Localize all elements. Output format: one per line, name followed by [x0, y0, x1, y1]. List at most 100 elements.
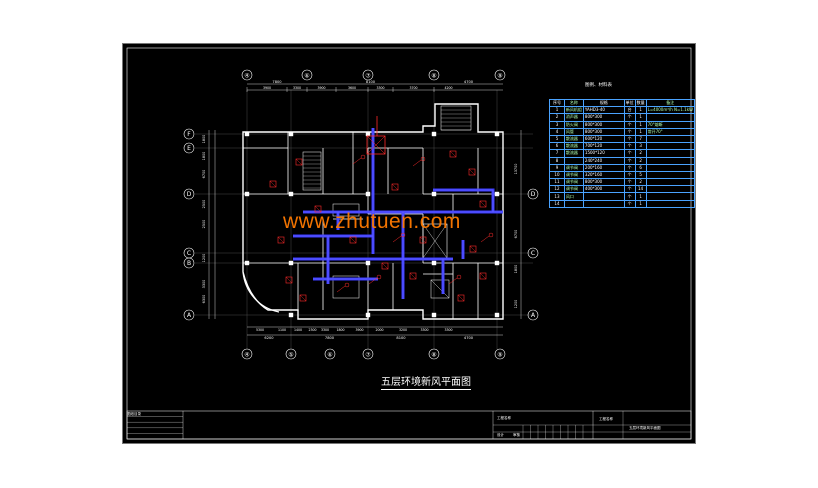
dimension-text: 1200 — [202, 254, 206, 263]
legend-cell-qty: 1 — [634, 106, 647, 115]
diffuser-mark — [457, 294, 465, 302]
column — [431, 312, 437, 318]
diffuser — [409, 272, 417, 280]
dimension-text: 8100 — [366, 80, 376, 84]
axis-bubble — [428, 348, 440, 360]
callout-bubble — [376, 274, 382, 280]
axis-label: C — [187, 250, 191, 257]
legend-cell-note — [645, 163, 696, 172]
dimension-text: 6700 — [514, 230, 518, 239]
dimension-text: 6200 — [264, 336, 274, 340]
legend-cell-note: 70°熔断 — [645, 120, 696, 129]
dimension-text: 7800 — [272, 80, 282, 84]
dimension-text: 3700 — [409, 86, 417, 90]
legend-cell-name: 调节阀 — [563, 185, 584, 194]
watermark: www.zhutuen.com — [283, 210, 461, 233]
dimension-text: 1800 — [336, 328, 344, 332]
legend-cell-unit: 个 — [623, 113, 636, 122]
title-block-center-header: 工程名称 — [497, 416, 511, 420]
diffuser-mark — [409, 272, 417, 280]
callout-bubble — [420, 156, 426, 162]
column — [288, 131, 294, 137]
legend-cell-qty: 1 — [634, 127, 647, 136]
diffuser-mark — [419, 236, 427, 244]
dimension-text: 3300 — [202, 280, 206, 289]
column — [365, 131, 371, 137]
dimension-text: 1800 — [514, 265, 518, 274]
diffuser-mark — [468, 168, 476, 176]
column — [244, 260, 250, 266]
legend-cell-no: 12 — [549, 185, 565, 194]
dimension-text: 6700 — [202, 170, 206, 179]
legend-cell-unit: 个 — [623, 149, 636, 158]
axis-label: ⑨ — [497, 352, 502, 359]
legend-cell-note — [645, 113, 696, 122]
building-outline — [242, 103, 504, 320]
diffuser — [285, 276, 293, 284]
legend-cell-unit: 个 — [623, 199, 636, 208]
shaft-cross — [430, 279, 450, 299]
legend-cell-spec: 800*300 — [582, 178, 625, 187]
axis-bubble — [183, 188, 195, 200]
legend-cell-name: 风管 — [563, 127, 584, 136]
axis-bubble — [362, 69, 374, 81]
column — [244, 191, 250, 197]
legend-cell-no: 11 — [549, 178, 565, 187]
leader-line — [448, 277, 458, 285]
diffuser-mark — [295, 158, 303, 166]
legend-cell-note — [645, 156, 696, 165]
legend-cell-qty: 2 — [634, 178, 647, 187]
legend-cell-name: 散流器 — [563, 149, 584, 158]
dimension-text: 13700 — [514, 164, 518, 175]
dimension-text: 3300 — [444, 328, 452, 332]
callout-bubble — [456, 274, 462, 280]
legend-title: 图例、材料表 — [585, 83, 612, 88]
diffuser — [468, 168, 476, 176]
diffuser-mark — [277, 236, 285, 244]
dimension-text: 5300 — [256, 328, 264, 332]
leader-line — [392, 235, 402, 243]
diffuser-mark — [349, 236, 357, 244]
dimension-text: 3300 — [420, 328, 428, 332]
dimension-text: 3900 — [317, 86, 325, 90]
dimension-text: 3600 — [348, 86, 356, 90]
axis-bubble — [285, 348, 297, 360]
legend-cell-qty: 1 — [634, 199, 647, 208]
legend-cell-spec: 800*300 — [582, 120, 625, 129]
diffuser-mark — [479, 272, 487, 280]
axis-label: A — [187, 312, 192, 319]
dimension-text: 1800 — [202, 152, 206, 161]
legend-cell-no: 4 — [549, 127, 565, 136]
leader-line — [336, 285, 346, 293]
legend-cell-name: 散流器 — [563, 134, 584, 144]
legend-cell-name: 调节阀 — [563, 170, 584, 180]
dimension-text: 6300 — [202, 295, 206, 304]
legend-cell-note — [645, 199, 696, 208]
column — [431, 260, 437, 266]
axis-label: D — [531, 191, 536, 198]
legend-cell-note — [645, 149, 696, 158]
legend-cell-spec: 240*240 — [582, 156, 625, 165]
legend-cell-spec: 800*300 — [582, 113, 625, 122]
legend-cell-no: 6 — [549, 142, 565, 151]
legend-cell-unit: 个 — [623, 127, 636, 136]
legend-cell-no: 14 — [549, 199, 565, 208]
curved-wall — [242, 271, 280, 313]
legend-cell-note — [645, 142, 696, 151]
legend-cell-spec: 600*120 — [582, 134, 625, 144]
axis-bubble — [183, 142, 195, 154]
legend-header-row: 序号 名称 规格 单位 数量 备注 — [549, 98, 696, 108]
dimension-text: 3900 — [263, 86, 271, 90]
diffuser — [314, 205, 322, 213]
diffuser-mark — [285, 276, 293, 284]
title-block-checker: 审核 — [513, 433, 520, 437]
drawing-title: 五层环境新风平面图 — [381, 373, 471, 390]
diffuser-mark — [391, 183, 399, 191]
diffuser — [277, 236, 285, 244]
